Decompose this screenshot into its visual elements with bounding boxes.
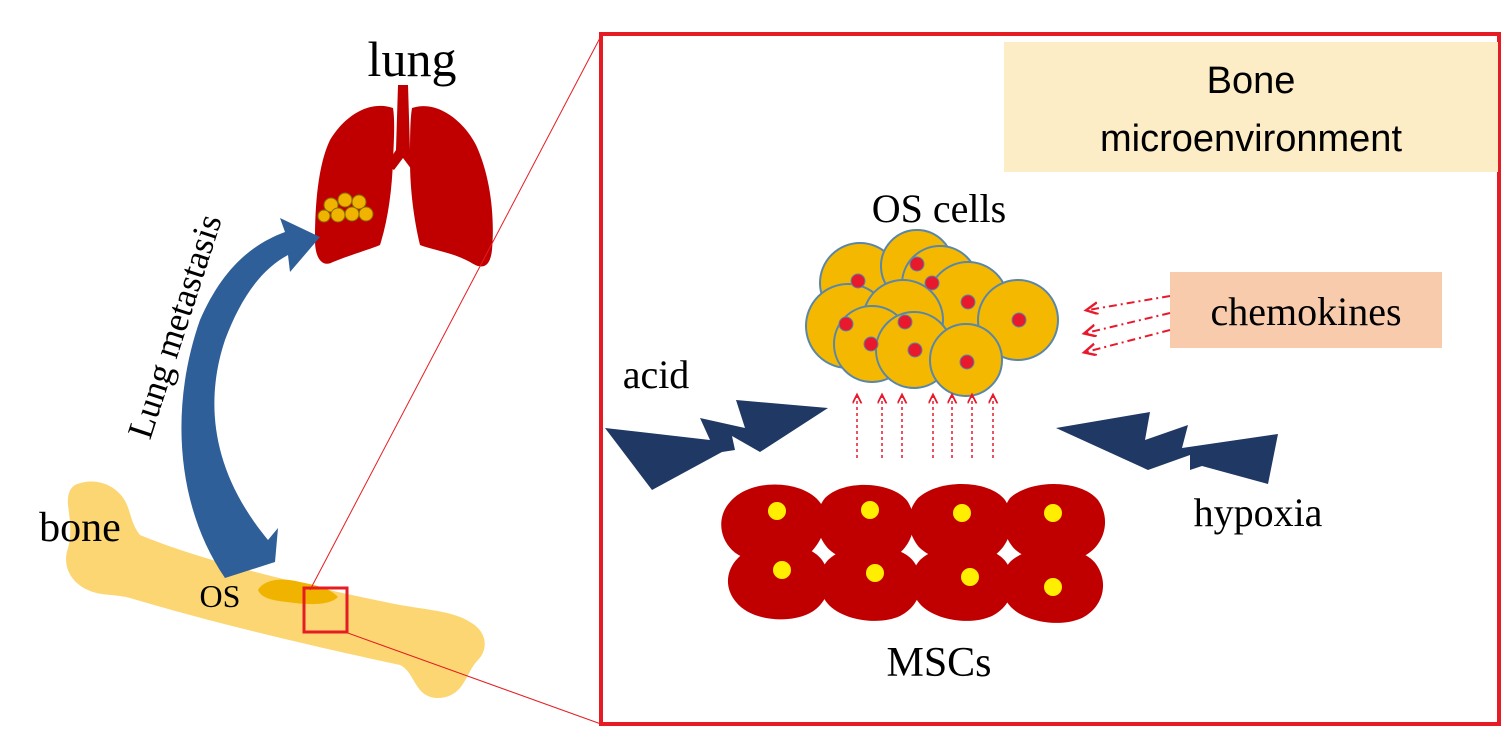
microenvironment-title-line1: Bone (1207, 60, 1296, 102)
mscs-label: MSCs (886, 640, 991, 686)
lung-tumor-cluster (317, 192, 374, 223)
bone-label: bone (39, 505, 121, 551)
acid-bolt-icon (605, 400, 828, 490)
hypoxia-bolt-icon (1056, 412, 1278, 484)
os-cells-label: OS cells (872, 186, 1006, 231)
chemokine-arrows (1086, 295, 1171, 352)
msc-signal-arrows (857, 396, 993, 458)
microenvironment-box (1004, 42, 1498, 172)
lung-label: lung (368, 31, 457, 87)
bone-tumor-os (258, 579, 338, 605)
os-label: OS (200, 578, 241, 614)
os-cell-nuclei (838, 256, 1027, 370)
bone-zoom-box (302, 586, 349, 634)
hypoxia-label: hypoxia (1194, 490, 1323, 535)
msc-cell-cluster (721, 483, 1106, 623)
lung-icon (315, 85, 493, 267)
zoom-connector-top (309, 35, 602, 591)
acid-label: acid (623, 352, 690, 397)
chemokines-box (1170, 272, 1442, 348)
microenvironment-title-line2: microenvironment (1100, 118, 1402, 160)
msc-cell-nuclei (768, 501, 1062, 596)
metastasis-arrow (181, 218, 320, 578)
zoom-connector-bottom (344, 631, 602, 725)
chemokines-label: chemokines (1210, 289, 1401, 334)
